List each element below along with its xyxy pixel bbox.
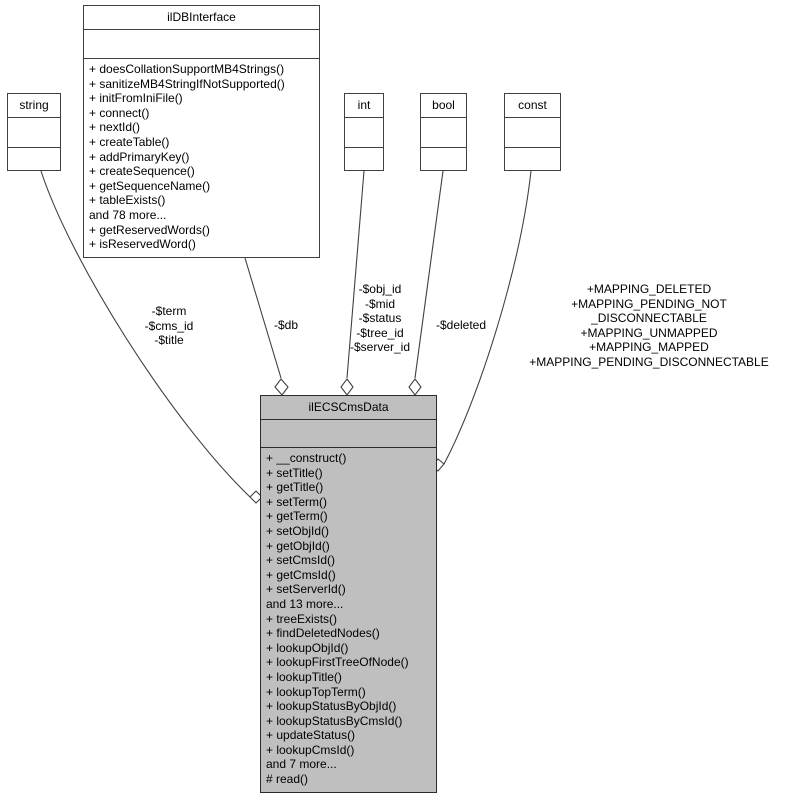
operation-item: + createSequence() [89, 164, 195, 179]
operation-item: + addPrimaryKey() [89, 149, 190, 164]
operation-item: + nextId() [89, 120, 141, 135]
operation-item: + createTable() [89, 134, 170, 149]
class-attributes-int [345, 118, 383, 148]
operation-item: + setServerId() [266, 582, 346, 597]
class-operations-const [505, 148, 560, 180]
edge-label-const: +MAPPING_DELETED +MAPPING_PENDING_NOT _D… [529, 282, 769, 369]
operation-item: + tableExists() [89, 193, 166, 208]
class-title-ildbinterface: ilDBInterface [84, 6, 319, 30]
class-title-const: const [505, 94, 560, 118]
operation-more-indicator: and 78 more... [89, 207, 167, 222]
operation-item: + getSequenceName() [89, 178, 211, 193]
operation-item: + initFromIniFile() [89, 91, 183, 106]
class-operations-string [8, 148, 60, 180]
operation-item: + lookupCmsId() [266, 742, 355, 757]
class-title-string: string [8, 94, 60, 118]
operation-item: + setObjId() [266, 523, 330, 538]
operation-item: + doesCollationSupportMB4Strings() [89, 62, 285, 76]
aggregation-diamond-bool [408, 378, 422, 396]
class-attributes-bool [421, 118, 466, 148]
class-box-int[interactable]: int [344, 93, 384, 171]
operation-item: + sanitizeMB4StringIfNotSupported() [89, 76, 285, 91]
operation-item: + connect() [89, 105, 150, 120]
class-box-bool[interactable]: bool [420, 93, 467, 171]
operation-item: + lookupObjId() [266, 640, 349, 655]
class-attributes-string [8, 118, 60, 148]
operation-item: + getObjId() [266, 538, 330, 553]
operation-item: + lookupStatusByObjId() [266, 699, 397, 714]
class-operations-ilecscmsdata: + __construct() + setTitle() + getTitle(… [261, 448, 436, 792]
operation-item: + lookupFirstTreeOfNode() [266, 655, 409, 670]
operation-item: + lookupTopTerm() [266, 684, 366, 699]
operation-item: + setTerm() [266, 494, 328, 509]
class-box-ildbinterface[interactable]: ilDBInterface + doesCollationSupportMB4S… [83, 5, 320, 258]
operation-item: + lookupStatusByCmsId() [266, 713, 403, 728]
class-attributes-ildbinterface [84, 30, 319, 59]
class-title-int: int [345, 94, 383, 118]
class-attributes-ilecscmsdata [261, 420, 436, 448]
operation-item: + getReservedWords() [89, 222, 210, 237]
class-operations-ildbinterface: + doesCollationSupportMB4Strings() + san… [84, 59, 319, 257]
operation-item: + isReservedWord() [89, 237, 196, 252]
class-title-ilecscmsdata: ilECSCmsData [261, 396, 436, 420]
class-operations-bool [421, 148, 466, 180]
operation-item: + __construct() [266, 451, 347, 465]
edge-label-int: -$obj_id -$mid -$status -$tree_id -$serv… [349, 282, 411, 354]
operation-item: + getTitle() [266, 480, 324, 495]
operation-item: + updateStatus() [266, 728, 356, 743]
class-box-const[interactable]: const [504, 93, 561, 171]
operation-item: + getCmsId() [266, 567, 336, 582]
edge-label-string: -$term -$cms_id -$title [144, 304, 194, 347]
class-attributes-const [505, 118, 560, 148]
edge-label-bool: -$deleted [435, 318, 487, 332]
operation-more-indicator: and 7 more... [266, 757, 337, 772]
operation-item: + findDeletedNodes() [266, 626, 380, 641]
operation-item: + lookupTitle() [266, 669, 342, 684]
operation-item: + setTitle() [266, 465, 323, 480]
class-box-ilecscmsdata[interactable]: ilECSCmsData + __construct() + setTitle(… [260, 395, 437, 793]
class-operations-int [345, 148, 383, 180]
aggregation-diamond-db [274, 378, 289, 396]
edge-label-db: -$db [273, 318, 299, 332]
operation-more-indicator: and 13 more... [266, 596, 344, 611]
class-box-string[interactable]: string [7, 93, 61, 171]
operation-item: + treeExists() [266, 611, 338, 626]
class-title-bool: bool [421, 94, 466, 118]
aggregation-diamond-int [340, 378, 354, 396]
operation-item: # read() [266, 772, 309, 787]
operation-item: + getTerm() [266, 509, 328, 524]
operation-item: + setCmsId() [266, 553, 336, 568]
